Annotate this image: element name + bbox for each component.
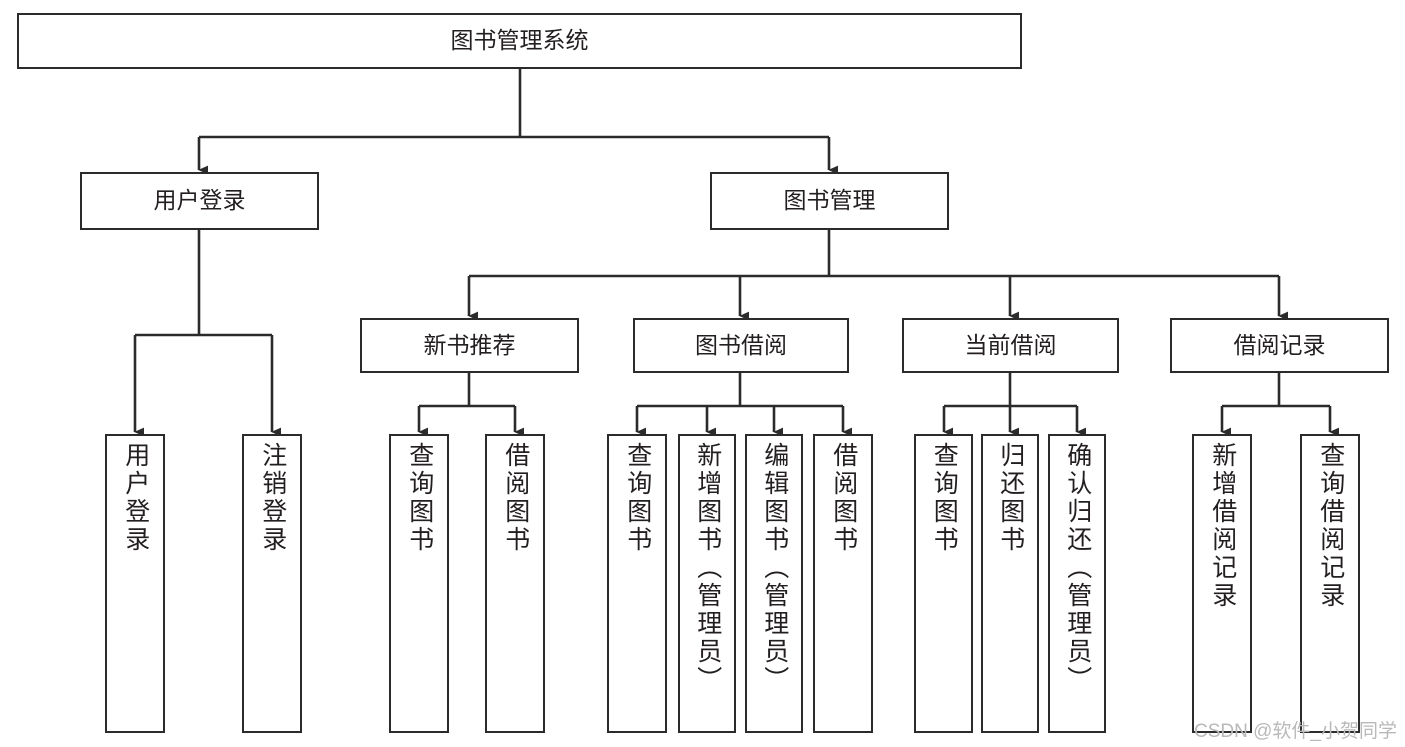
- node-leaf-edit-book[interactable]: 编辑图书（管理员）: [745, 434, 803, 733]
- node-new-book-rec[interactable]: 新书推荐: [360, 318, 579, 373]
- node-leaf-user-login[interactable]: 用户登录: [105, 434, 165, 733]
- node-root-label: 图书管理系统: [450, 27, 589, 54]
- node-leaf-query-book-3[interactable]: 查询图书: [914, 434, 973, 733]
- node-leaf-logout[interactable]: 注销登录: [242, 434, 302, 733]
- node-leaf-confirm-return-label: 确认归还（管理员）: [1063, 442, 1092, 694]
- node-root[interactable]: 图书管理系统: [17, 13, 1022, 69]
- node-new-book-rec-label: 新书推荐: [423, 331, 516, 358]
- node-leaf-borrow-book-1-label: 借阅图书: [501, 442, 530, 554]
- node-leaf-logout-label: 注销登录: [258, 442, 287, 554]
- node-leaf-user-login-label: 用户登录: [121, 442, 150, 554]
- node-leaf-query-record-label: 查询借阅记录: [1316, 442, 1345, 610]
- node-leaf-add-record-label: 新增借阅记录: [1208, 442, 1237, 610]
- node-leaf-add-book[interactable]: 新增图书（管理员）: [678, 434, 736, 733]
- node-user-login[interactable]: 用户登录: [80, 172, 319, 230]
- node-leaf-query-book-1-label: 查询图书: [405, 442, 434, 554]
- node-leaf-return-book-label: 归还图书: [996, 442, 1025, 554]
- node-leaf-edit-book-label: 编辑图书（管理员）: [760, 442, 789, 694]
- node-current-borrow-label: 当前借阅: [964, 331, 1057, 358]
- node-leaf-query-book-2-label: 查询图书: [623, 442, 652, 554]
- node-book-manage[interactable]: 图书管理: [710, 172, 949, 230]
- node-leaf-query-book-1[interactable]: 查询图书: [389, 434, 449, 733]
- node-borrow-record-label: 借阅记录: [1233, 331, 1326, 358]
- node-leaf-confirm-return[interactable]: 确认归还（管理员）: [1048, 434, 1106, 733]
- node-book-borrow-label: 图书借阅: [695, 331, 787, 358]
- node-leaf-return-book[interactable]: 归还图书: [981, 434, 1039, 733]
- node-leaf-borrow-book-2-label: 借阅图书: [829, 442, 858, 554]
- node-user-login-label: 用户登录: [153, 187, 246, 214]
- node-leaf-add-record[interactable]: 新增借阅记录: [1192, 434, 1252, 733]
- node-leaf-query-book-3-label: 查询图书: [930, 442, 959, 554]
- node-leaf-query-record[interactable]: 查询借阅记录: [1300, 434, 1360, 733]
- node-leaf-borrow-book-1[interactable]: 借阅图书: [485, 434, 545, 733]
- node-leaf-add-book-label: 新增图书（管理员）: [693, 442, 722, 694]
- node-current-borrow[interactable]: 当前借阅: [902, 318, 1119, 373]
- node-borrow-record[interactable]: 借阅记录: [1170, 318, 1389, 373]
- node-leaf-query-book-2[interactable]: 查询图书: [607, 434, 667, 733]
- node-book-borrow[interactable]: 图书借阅: [633, 318, 849, 373]
- node-leaf-borrow-book-2[interactable]: 借阅图书: [813, 434, 873, 733]
- node-book-manage-label: 图书管理: [783, 187, 876, 214]
